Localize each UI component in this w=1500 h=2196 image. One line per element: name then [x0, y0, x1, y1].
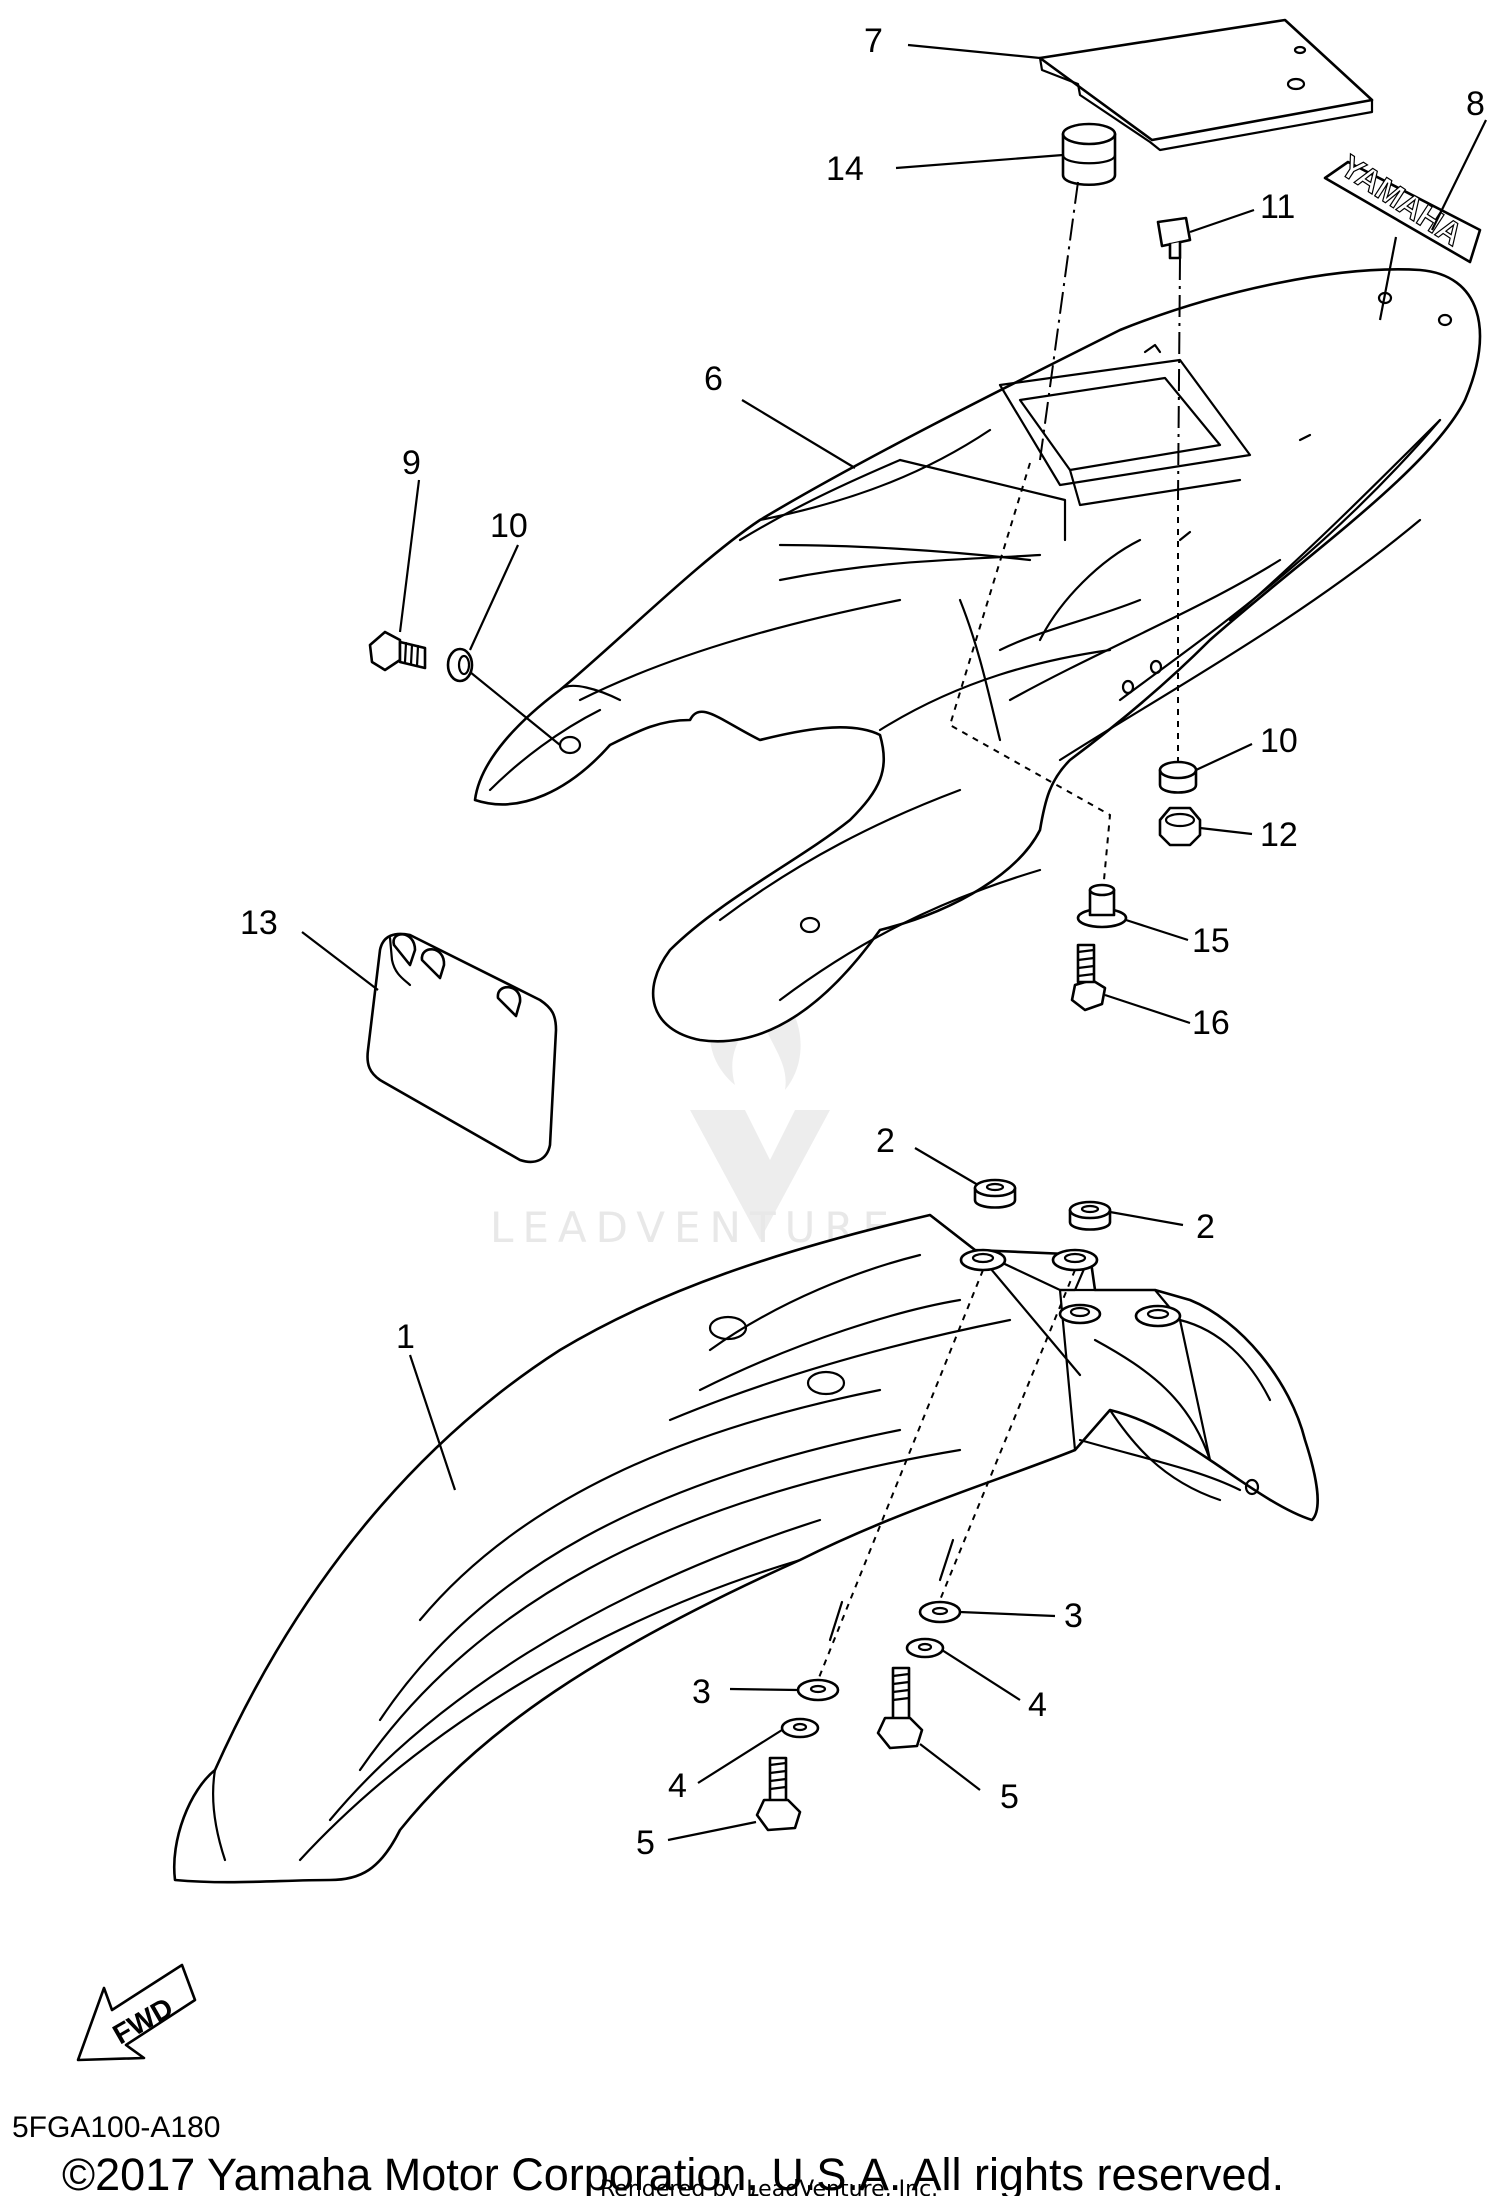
rendered-by-notice: Rendered by LeadVenture, Inc.: [600, 2177, 938, 2196]
callouts: 7 8 14 11 6 9 10 10 12 13 15 16 2 2 1 3 …: [240, 22, 1485, 1862]
callout-10-upper: 10: [490, 507, 528, 545]
part-9-bolt: [368, 630, 427, 672]
callout-16: 16: [1192, 1004, 1230, 1042]
callout-4-right: 4: [1028, 1686, 1047, 1724]
part-4-washer-left: [780, 1717, 820, 1739]
yamaha-decal-text: YAMAHA: [1334, 148, 1469, 253]
callout-5-right: 5: [1000, 1778, 1019, 1816]
part-3-washer-left: [796, 1678, 840, 1702]
callout-12: 12: [1260, 816, 1298, 854]
part-10-collar-right: [1158, 760, 1198, 794]
part-6-rear-fender: [473, 268, 1482, 1043]
part-2-grommet-left: [973, 1178, 1017, 1209]
part-3-washer-right: [918, 1600, 962, 1624]
callout-11: 11: [1260, 188, 1295, 226]
part-12-nut: [1158, 806, 1202, 847]
callout-2-right: 2: [1196, 1208, 1215, 1246]
callout-13: 13: [240, 904, 278, 942]
callout-4-left: 4: [668, 1767, 687, 1805]
diagram-code: 5FGA100-A180: [12, 2111, 220, 2144]
callout-3-right: 3: [1064, 1597, 1083, 1635]
callout-15: 15: [1192, 922, 1230, 960]
callout-8: 8: [1466, 85, 1485, 123]
part-8-decal: YAMAHA: [1323, 147, 1482, 264]
callout-14: 14: [826, 150, 864, 188]
callout-7: 7: [864, 22, 883, 60]
callout-10-lower: 10: [1260, 722, 1298, 760]
part-5-bolt-right: [876, 1666, 924, 1750]
leader-lines: [301, 43, 1487, 1842]
part-11-clip: [1156, 216, 1192, 260]
part-4-washer-right: [905, 1637, 945, 1659]
part-2-grommet-right: [1068, 1200, 1112, 1231]
part-5-bolt-left: [755, 1756, 802, 1832]
part-1-front-fender: [172, 1213, 1319, 1884]
callout-3-left: 3: [692, 1673, 711, 1711]
part-7-pad: [1038, 18, 1374, 152]
fwd-arrow: FWD: [76, 1963, 197, 2062]
assembly-lines: [817, 181, 1181, 1681]
callout-2-left: 2: [876, 1122, 895, 1160]
copyright-notice: ©2017 Yamaha Motor Corporation, U.S.A. A…: [62, 2149, 1284, 2196]
part-15-collar: [1076, 883, 1128, 929]
part-14-grommet: [1061, 122, 1117, 186]
part-10-collar-left: [446, 647, 474, 683]
callout-6: 6: [704, 360, 723, 398]
callout-1: 1: [396, 1318, 415, 1356]
callout-9: 9: [402, 444, 421, 482]
part-13-plate: [366, 932, 558, 1164]
callout-5-left: 5: [636, 1824, 655, 1862]
part-16-bolt: [1070, 943, 1107, 1012]
